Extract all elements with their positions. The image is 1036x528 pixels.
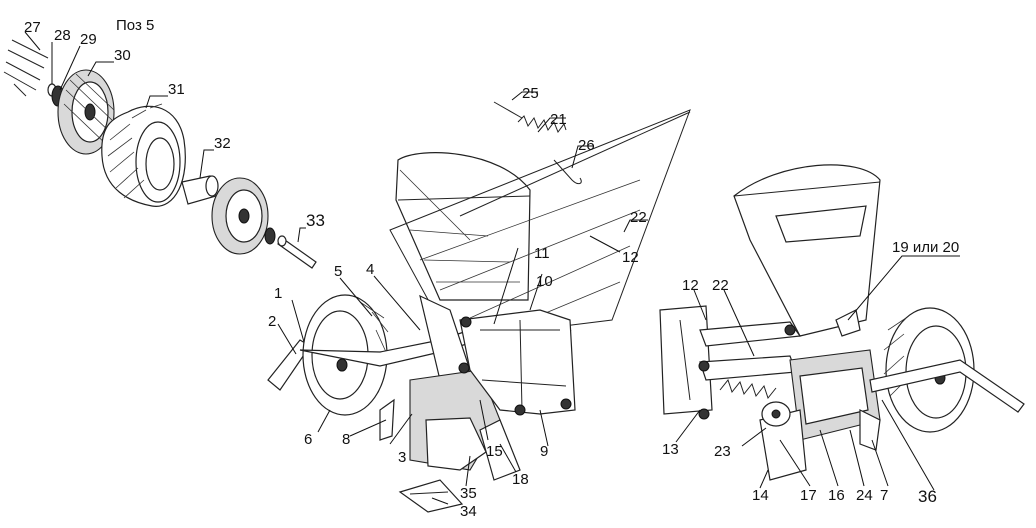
callout-19-or-20: 19 или 20 (892, 239, 959, 256)
callout-11: 11 (534, 245, 550, 262)
callout-9: 9 (540, 443, 548, 460)
callout-36: 36 (918, 487, 937, 506)
callout-29: 29 (80, 31, 97, 48)
callout-22-left: 22 (630, 209, 647, 226)
callout-15: 15 (486, 443, 503, 460)
callout-12-right: 12 (682, 277, 699, 294)
callout-3: 3 (398, 449, 406, 466)
callout-14: 14 (752, 487, 769, 504)
callout-23: 23 (714, 443, 731, 460)
bearing-inner (264, 227, 276, 245)
bolts-27 (3, 39, 49, 97)
right-hopper (733, 164, 881, 337)
right-planter-unit (659, 305, 1025, 481)
callout-28: 28 (54, 27, 71, 44)
callout-6: 6 (304, 431, 312, 448)
callout-33: 33 (306, 211, 325, 230)
callout-30: 30 (114, 47, 131, 64)
callout-18: 18 (512, 471, 529, 488)
callout-25: 25 (522, 85, 539, 102)
callout-7: 7 (880, 487, 888, 504)
left-hopper (395, 111, 691, 301)
callout-10: 10 (536, 273, 553, 290)
hub-disc-inner (211, 177, 269, 255)
callout-32: 32 (214, 135, 231, 152)
callout-26: 26 (578, 137, 595, 154)
sleeve-32 (181, 175, 219, 205)
callout-24: 24 (856, 487, 873, 504)
callout-35: 35 (460, 485, 477, 502)
axle-33 (277, 235, 317, 269)
callout-1: 1 (274, 285, 282, 302)
position-label: Поз 5 (116, 17, 154, 34)
callout-22-right: 22 (712, 277, 729, 294)
callout-2: 2 (268, 313, 276, 330)
callout-8: 8 (342, 431, 350, 448)
tyre-31 (101, 103, 186, 207)
left-planter-unit (267, 294, 576, 481)
callout-labels: Поз 5 27 28 29 30 31 32 33 25 21 26 22 1… (24, 17, 959, 520)
callout-5: 5 (334, 263, 342, 280)
callout-16: 16 (828, 487, 845, 504)
spring-rod-assembly (493, 101, 582, 185)
hub-disc-30 (57, 69, 115, 155)
leader-lines (24, 31, 960, 505)
callout-12-left: 12 (622, 249, 639, 266)
exploded-wheel-assembly (3, 39, 317, 269)
callout-31: 31 (168, 81, 185, 98)
callout-4: 4 (366, 261, 374, 278)
coulter-tip-34 (398, 479, 464, 513)
callout-17: 17 (800, 487, 817, 504)
callout-21: 21 (550, 111, 567, 128)
callout-13: 13 (662, 441, 679, 458)
callout-34: 34 (460, 503, 477, 520)
callout-27: 27 (24, 19, 41, 36)
